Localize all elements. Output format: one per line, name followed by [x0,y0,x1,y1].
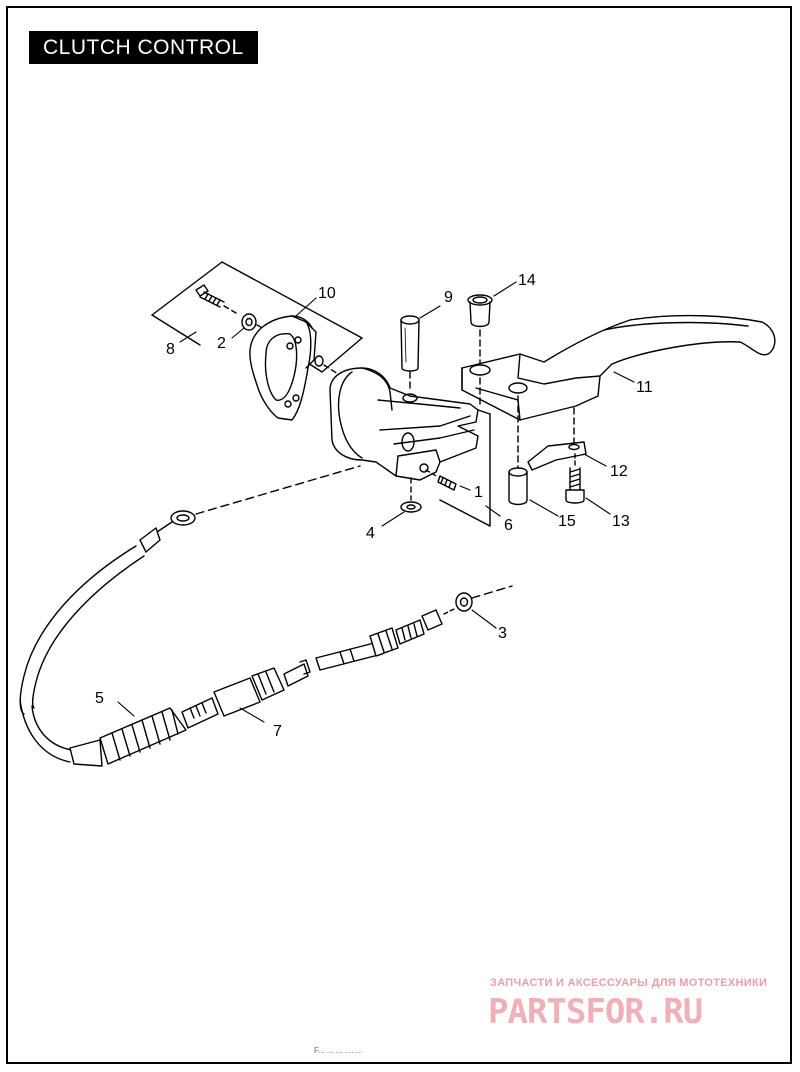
callout-5: 5 [95,690,104,707]
part-12-clip [527,441,587,471]
cable-axis-line [195,465,361,515]
part-10-clamp [249,315,317,421]
callout-12: 12 [610,463,628,480]
part-6-lever-bracket [329,367,479,481]
watermark-logo: PARTSFOR.RU [488,992,703,1032]
callout-numbers: 1 2 3 4 5 6 7 8 9 10 11 12 13 14 15 [95,272,653,740]
part-7-cable-adjuster [213,607,457,717]
callout-3: 3 [498,625,507,642]
lever-axis-lines [479,377,575,469]
clamp-small-washer [314,355,339,375]
part-14-bushing [467,294,493,365]
callout-2: 2 [217,335,226,352]
callout-8: 8 [166,341,175,358]
callout-13: 13 [612,513,630,530]
part-2-washer [241,313,267,331]
part-11-clutch-lever [461,314,776,421]
callout-9: 9 [444,289,453,306]
leader-lines [117,281,635,723]
callout-11: 11 [636,379,653,396]
callout-10: 10 [318,285,336,302]
watermark-tagline: ЗАПЧАСТИ И АКСЕССУАРЫ ДЛЯ МОТОТЕХНИКИ [490,977,768,989]
diagram-title: CLUTCH CONTROL [29,31,258,64]
part-3-nut [455,585,513,612]
part-9-pivot-pin [400,315,420,393]
callout-14: 14 [518,272,536,289]
callout-7: 7 [273,723,282,740]
callout-4: 4 [366,525,375,542]
diagram-frame [6,6,792,1064]
bracket-lines-8-10 [151,261,363,373]
callout-6: 6 [504,517,513,534]
part-13-screw [565,453,585,504]
part-4-retaining-ring [400,477,422,513]
part-5-clutch-cable [19,510,219,767]
callout-1: 1 [474,484,483,501]
bracket-line-6 [439,409,491,527]
part-15-sleeve [508,467,528,506]
footer-text: F... ... ... .... ... [314,1046,363,1055]
callout-15: 15 [558,513,576,530]
part-8-screw [195,284,237,314]
part-1-set-screw [425,469,457,491]
